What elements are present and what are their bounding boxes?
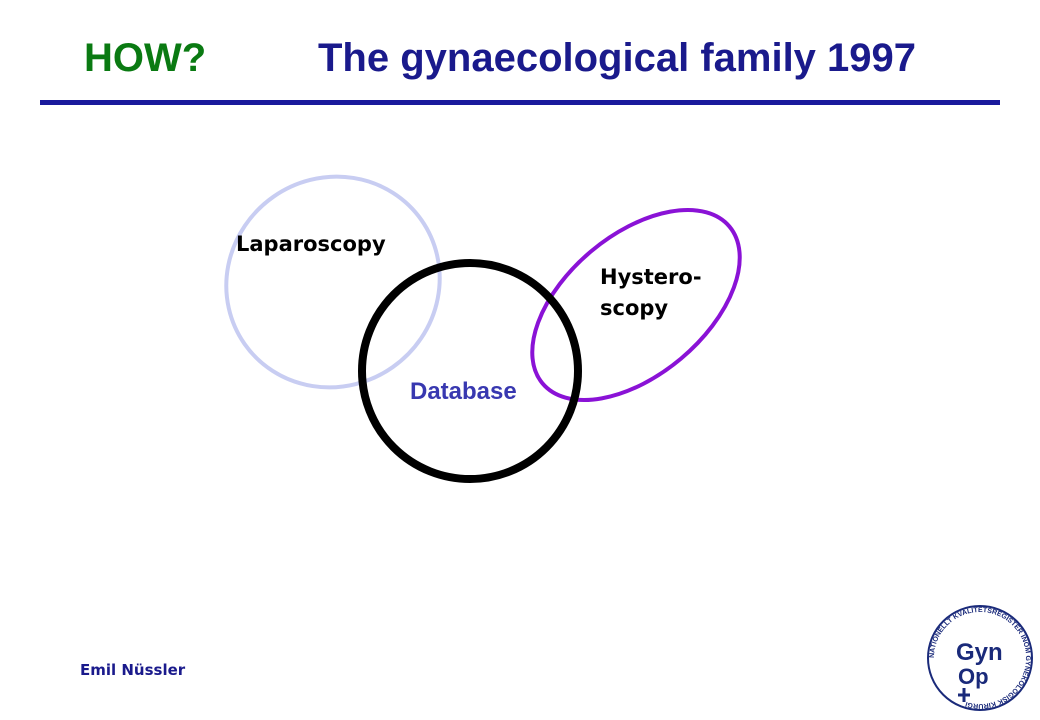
author-name: Emil Nüssler xyxy=(80,661,186,679)
hysteroscopy-label: Hystero- scopy xyxy=(600,262,702,324)
database-circle xyxy=(358,259,582,483)
database-label: Database xyxy=(410,378,517,405)
logo-mark-line2: Op xyxy=(958,664,989,689)
hysteroscopy-label-line2: scopy xyxy=(600,296,669,320)
slide-title: HOW? The gynaecological family 1997 xyxy=(0,30,1040,86)
gynop-logo: NATIONELLT KVALITETSREGISTER INOM GYNEKO… xyxy=(927,605,1033,711)
hysteroscopy-label-line1: Hystero- xyxy=(600,265,702,289)
logo-ring xyxy=(927,605,1033,711)
title-underline xyxy=(40,100,1000,105)
title-text: The gynaecological family 1997 xyxy=(318,36,917,80)
laparoscopy-ellipse xyxy=(224,174,442,390)
title-prefix: HOW? xyxy=(84,36,207,80)
laparoscopy-label: Laparoscopy xyxy=(236,232,386,256)
venus-symbol-icon xyxy=(958,688,970,702)
logo-mark-line1: Gyn xyxy=(956,639,1003,666)
hysteroscopy-ellipse xyxy=(530,207,742,403)
